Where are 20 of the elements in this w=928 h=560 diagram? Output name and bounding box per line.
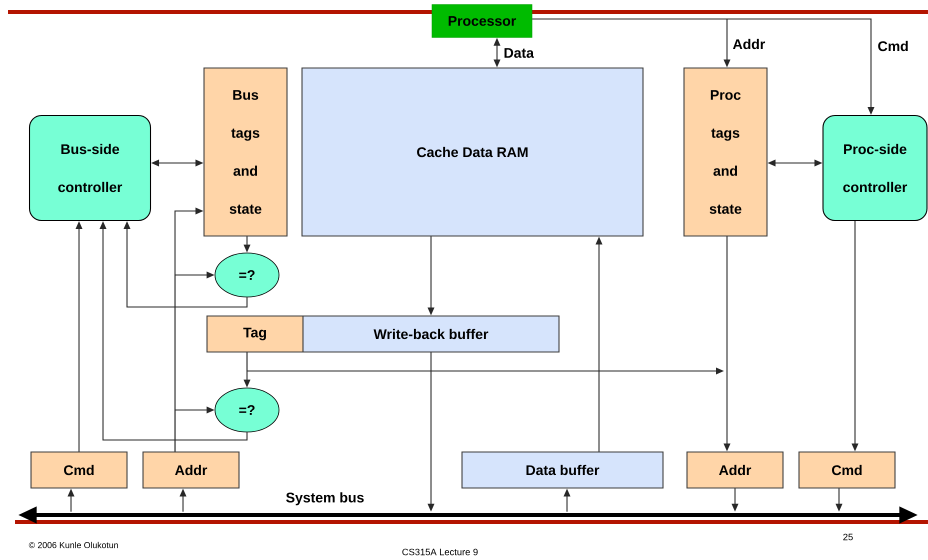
register-box: Addr bbox=[142, 451, 240, 489]
processor-box: Processor bbox=[432, 4, 532, 38]
register-box: Addr bbox=[686, 451, 784, 489]
edge-label: Cmd bbox=[876, 40, 910, 52]
edge-label: Addr bbox=[731, 38, 767, 50]
register-box: Tag bbox=[206, 315, 304, 353]
tag-store-box: Proc tags and state bbox=[683, 67, 768, 237]
memory-block: Write-back buffer bbox=[302, 315, 560, 353]
lecture-footer: CS315A Lecture 9 bbox=[402, 548, 478, 556]
memory-block: Cache Data RAM bbox=[301, 67, 644, 237]
controller-box: Proc-side controller bbox=[822, 114, 928, 222]
register-box: Cmd bbox=[30, 451, 128, 489]
controller-box: Bus-side controller bbox=[28, 114, 152, 222]
edge-label: Data bbox=[502, 46, 536, 60]
copyright-note: © 2006 Kunle Olukotun bbox=[28, 542, 118, 548]
tag-store-box: Bus tags and state bbox=[203, 67, 288, 237]
register-box: Cmd bbox=[798, 451, 896, 489]
memory-block: Data buffer bbox=[461, 451, 664, 489]
page-number: 25 bbox=[843, 534, 853, 540]
node-label: System bus bbox=[286, 492, 364, 506]
